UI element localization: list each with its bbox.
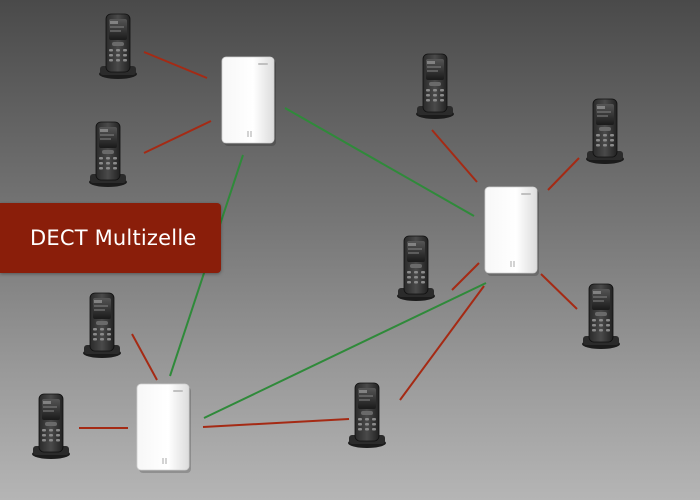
dect-handset-icon <box>585 98 625 165</box>
handset-link <box>143 51 208 79</box>
handset-link <box>131 333 158 381</box>
dect-handset-icon <box>415 53 455 120</box>
dect-base-station-icon <box>136 383 192 474</box>
dect-handset-icon <box>31 393 71 460</box>
dect-handset-icon <box>82 292 122 359</box>
handset-link <box>547 157 580 191</box>
handset-link <box>399 285 485 401</box>
dect-handset-icon <box>98 13 138 80</box>
dect-handset-icon <box>347 382 387 449</box>
handset-link <box>202 418 350 428</box>
base-link <box>203 282 487 419</box>
title-text: DECT Multizelle <box>30 226 197 250</box>
title-banner: DECT Multizelle <box>0 203 221 273</box>
base-link <box>284 107 475 217</box>
dect-handset-icon <box>581 283 621 350</box>
dect-base-station-icon <box>484 186 540 277</box>
dect-base-station-icon <box>221 56 277 147</box>
handset-links <box>79 51 580 429</box>
handset-link <box>431 129 478 183</box>
handset-link <box>540 273 578 310</box>
handset-link <box>143 120 212 154</box>
handset-link <box>451 262 480 291</box>
dect-handset-icon <box>88 121 128 188</box>
dect-handset-icon <box>396 235 436 302</box>
